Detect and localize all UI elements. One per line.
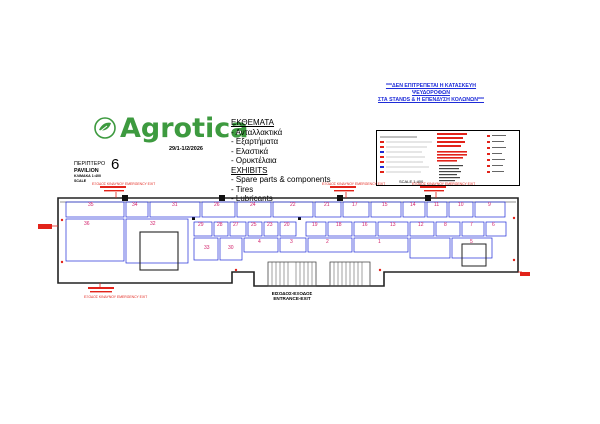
entrance-label-gr: ΕΙΣΟΔΟΣ-ΕΞΟΔΟΣ bbox=[271, 291, 313, 296]
emergency-exit-label: ΕΞΟΔΟΣ ΚΙΝΔΥΝΟΥ EMERGENCY EXIT bbox=[92, 182, 156, 186]
legend-graphic bbox=[380, 133, 506, 182]
entrance-stairs bbox=[267, 261, 371, 287]
stands-left-block bbox=[65, 218, 189, 271]
exhibit-item-gr: - Εξαρτήματα bbox=[231, 137, 279, 146]
legend-box: SCALE 1:400 bbox=[376, 130, 520, 186]
leaf-logo-icon bbox=[94, 117, 116, 139]
columns bbox=[122, 195, 431, 220]
event-dates: 29/1-1/2/2026 bbox=[169, 146, 203, 152]
scale-label-en: SCALE bbox=[74, 179, 87, 183]
emergency-exit-markers bbox=[38, 186, 530, 293]
exhibits-heading-gr: ΕΚΘΕΜΑΤΑ bbox=[231, 118, 275, 127]
emergency-exit-label: ΕΞΟΔΟΣ ΚΙΝΔΥΝΟΥ EMERGENCY EXIT bbox=[322, 182, 386, 186]
exhibit-item-gr: - Ορυκτέλαια bbox=[231, 156, 277, 165]
entrance-label: ΕΙΣΟΔΟΣ-ΕΞΟΔΟΣ ENTRANCE-EXIT bbox=[262, 291, 322, 301]
notice-line: ΣΤΑ STANDS & Η ΕΠΕΝΔΥΣΗ ΚΟΛΩΝΩΝ*** bbox=[378, 97, 485, 103]
pavilion-info: ΠΕΡΙΠΤΕΡΟ PAVILION ΚΛΙΜΑΚΑ 1:400 SCALE bbox=[74, 161, 134, 189]
legend-rows bbox=[380, 141, 432, 173]
stands-middle-row bbox=[193, 221, 507, 237]
pavilion-label-gr: ΠΕΡΙΠΤΕΡΟ bbox=[74, 161, 106, 167]
exit-arrows bbox=[52, 192, 522, 287]
legend-black-notes bbox=[439, 165, 463, 182]
notice-line: ΨΕΥΔΟΡΟΦΩΝ bbox=[412, 90, 450, 96]
entrance-label-en: ENTRANCE-EXIT bbox=[273, 296, 311, 301]
agrotica-logo: Agrotica 29/1-1/2/2026 bbox=[94, 113, 248, 153]
pavilion-number: 6 bbox=[111, 156, 120, 173]
exhibits-heading-en: EXHIBITS bbox=[231, 165, 268, 175]
construction-notice: ***ΔΕΝ ΕΠΙΤΡΕΠΕΤΑΙ Η ΚΑΤΑΣΚΕΥΗ ΨΕΥΔΟΡΟΦΩ… bbox=[378, 83, 484, 104]
exhibit-item-en: - Tires bbox=[231, 184, 254, 194]
emergency-exit-label: ΕΞΟΔΟΣ ΚΙΝΔΥΝΟΥ EMERGENCY EXIT bbox=[412, 182, 476, 186]
brand-name: Agrotica bbox=[120, 113, 249, 144]
exhibit-item-gr: - Ελαστικά bbox=[231, 146, 269, 156]
legend-scale-label: SCALE 1:400 bbox=[399, 179, 424, 184]
pavilion-label-en: PAVILION bbox=[74, 167, 99, 174]
exhibit-item-gr: - Ανταλλακτικά bbox=[231, 127, 283, 137]
legend-red-notes bbox=[437, 133, 467, 162]
legend-icons bbox=[487, 135, 506, 173]
stands-bottom-row bbox=[193, 237, 493, 267]
exhibit-item-en: - Spare parts & components bbox=[231, 175, 331, 184]
notice-line: ***ΔΕΝ ΕΠΙΤΡΕΠΕΤΑΙ Η ΚΑΤΑΣΚΕΥΗ bbox=[385, 83, 477, 89]
scale-label-gr: ΚΛΙΜΑΚΑ 1:400 bbox=[74, 174, 101, 178]
emergency-exit-label: ΕΞΟΔΟΣ ΚΙΝΔΥΝΟΥ EMERGENCY EXIT bbox=[84, 295, 148, 299]
fire-equipment bbox=[60, 216, 516, 272]
stands-top-row bbox=[65, 201, 506, 218]
